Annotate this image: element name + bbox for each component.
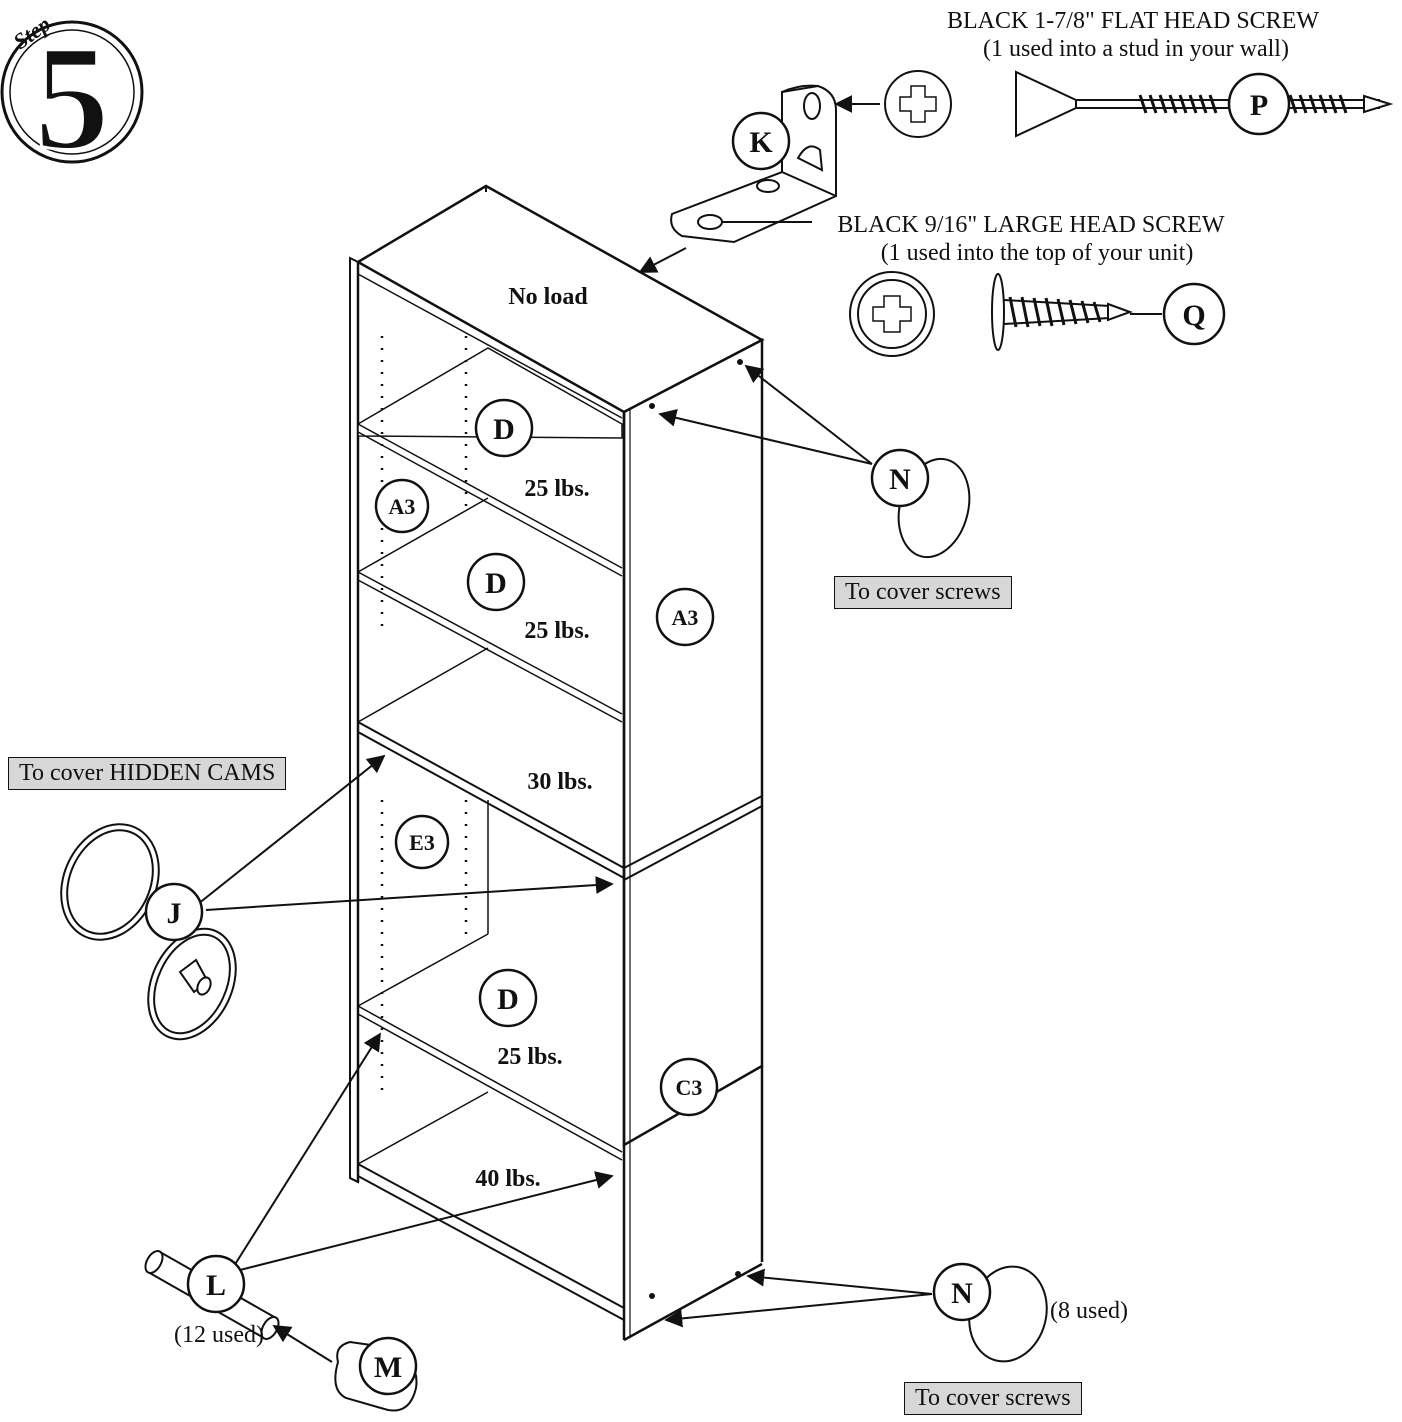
arrows: [197, 95, 933, 1363]
part-e3-text: E3: [409, 830, 435, 855]
part-n-bottom-text: N: [951, 1277, 973, 1310]
step-badge: 5 Step: [0, 11, 144, 183]
label-a3-right: [655, 587, 715, 647]
load-shelf2: 25 lbs.: [524, 618, 589, 644]
part-d3-text: D: [497, 983, 519, 1016]
bookcase-unit: [349, 184, 765, 1342]
label-n-top: [870, 448, 930, 508]
screw-q-title: BLACK 9/16" LARGE HEAD SCREW: [837, 212, 1224, 238]
label-c3: [659, 1057, 719, 1117]
part-j-text: J: [167, 897, 182, 930]
label-q: [1162, 282, 1226, 346]
flat-head-screw-p: [884, 70, 1394, 138]
part-k-text: K: [749, 126, 773, 159]
cover-cams-callout: To cover HIDDEN CAMS: [8, 757, 287, 790]
label-j: [144, 882, 204, 942]
screw-p-sub: (1 used into a stud in your wall): [983, 36, 1289, 62]
label-e3: [394, 814, 450, 870]
label-l: [186, 1254, 246, 1314]
load-top: No load: [508, 284, 588, 310]
label-m: [358, 1336, 418, 1396]
cover-screws-bottom-callout: To cover screws: [904, 1382, 1082, 1415]
part-d2-text: D: [485, 567, 507, 600]
label-k: [731, 111, 791, 171]
load-bottom: 40 lbs.: [475, 1166, 540, 1192]
part-c3-text: C3: [676, 1075, 703, 1100]
load-shelf1: 25 lbs.: [524, 476, 589, 502]
label-p: [1227, 72, 1291, 136]
part-l-text: L: [206, 1269, 226, 1302]
screw-q-sub: (1 used into the top of your unit): [881, 240, 1194, 266]
part-a3-right-text: A3: [672, 605, 699, 630]
label-a3-left: [374, 478, 430, 534]
part-d1-text: D: [493, 413, 515, 446]
part-labels: [144, 72, 1291, 1396]
cam-cover-j: [60, 823, 237, 1041]
used-12-note: (12 used): [174, 1322, 264, 1348]
part-m-text: M: [374, 1351, 402, 1384]
used-8-note: (8 used): [1050, 1298, 1128, 1324]
label-d-1: [474, 398, 534, 458]
part-a3-left-text: A3: [389, 494, 416, 519]
part-p-text: P: [1250, 89, 1268, 122]
part-q-text: Q: [1182, 299, 1205, 332]
cover-screws-top-callout: To cover screws: [834, 576, 1012, 609]
large-head-screw-q: [849, 271, 1162, 357]
part-n-top-text: N: [889, 463, 911, 496]
step-number: 5: [35, 15, 110, 181]
load-shelf3: 25 lbs.: [497, 1044, 562, 1070]
label-n-bottom: [932, 1262, 992, 1322]
label-d-2: [466, 552, 526, 612]
load-middle: 30 lbs.: [527, 769, 592, 795]
label-d-3: [478, 968, 538, 1028]
l-bracket: [670, 84, 837, 244]
screw-p-title: BLACK 1-7/8" FLAT HEAD SCREW: [947, 8, 1319, 34]
